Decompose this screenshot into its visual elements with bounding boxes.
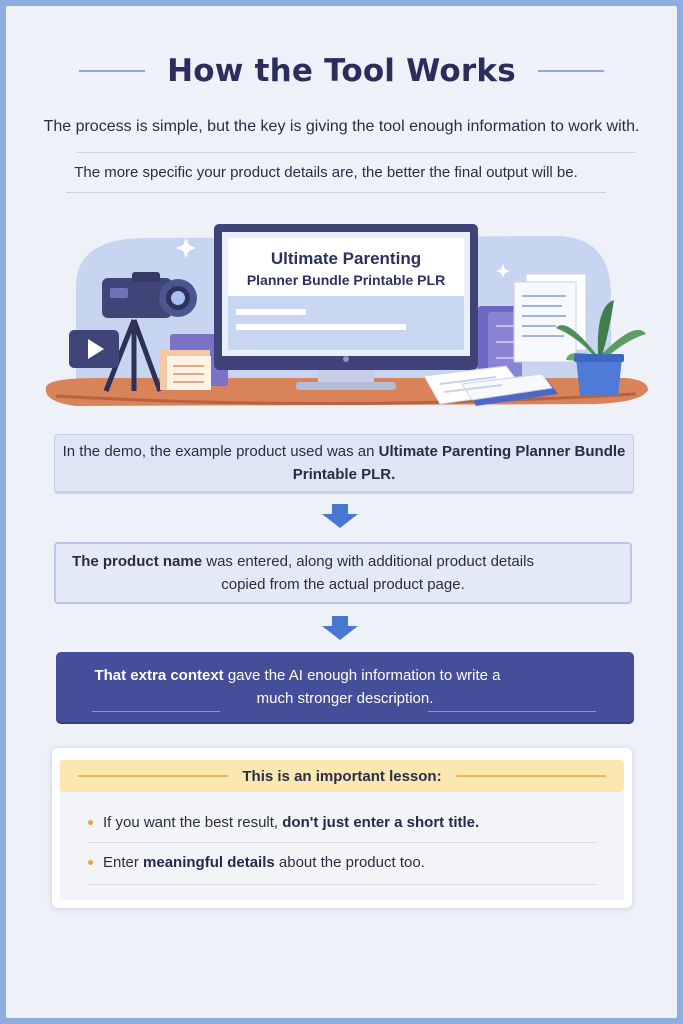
papers-icon — [423, 365, 558, 406]
step-3-rule-right — [428, 711, 596, 712]
step-1-text: In the demo, the example product used wa… — [62, 443, 379, 460]
bullet-2-text-end: about the product too. — [274, 854, 425, 871]
video-camera-icon — [102, 272, 197, 392]
title-rule-left — [79, 70, 146, 72]
documents-icon — [513, 273, 587, 363]
intro-text-1: The process is simple, but the key is gi… — [43, 118, 640, 135]
intro-divider-2 — [66, 192, 606, 193]
bullet-dot-icon — [88, 860, 93, 865]
bullet-1-text: If you want the best result, — [103, 814, 283, 831]
plant-icon — [556, 300, 646, 396]
title-row: How the Tool Works — [6, 46, 677, 96]
bullet-2-emphasis: meaningful details — [143, 854, 275, 871]
step-3-rule-left — [92, 711, 220, 712]
lesson-rule-left — [78, 775, 229, 777]
step-3-box: That extra context gave the AI enough in… — [56, 652, 634, 722]
step-2-line-2: copied from the actual product page. — [221, 576, 465, 593]
title-rule-right — [537, 70, 604, 72]
lesson-card: This is an important lesson: If you want… — [52, 748, 632, 908]
down-arrow-icon — [322, 616, 358, 640]
down-arrow-icon — [322, 504, 358, 528]
step-2-emphasis: The product name — [72, 553, 203, 570]
step-1-line-1: In the demo, the example product used wa… — [63, 440, 626, 463]
intro-text-2: The more specific your product details a… — [74, 164, 578, 181]
step-1-emphasis: Ultimate Parenting Planner Bundle — [378, 443, 626, 460]
screen-title-line-1: Ultimate Parenting — [271, 249, 421, 268]
bullet-2-text: Enter — [103, 854, 144, 871]
step-2-box: The product name was entered, along with… — [54, 542, 632, 604]
sparkle-icon — [496, 264, 510, 278]
lesson-bullet: If you want the best result, don't just … — [88, 814, 479, 831]
step-3-line-1: That extra context gave the AI enough in… — [94, 664, 595, 687]
lesson-bullet-text: Enter meaningful details about the produ… — [103, 854, 425, 871]
lesson-header: This is an important lesson: — [60, 760, 624, 792]
bullet-dot-icon — [88, 820, 93, 825]
step-3-line-2: much stronger description. — [256, 690, 434, 707]
step-3-emphasis: That extra context — [94, 667, 224, 684]
step-2-line-1: The product name was entered, along with… — [72, 550, 614, 573]
lesson-title: This is an important lesson: — [242, 767, 442, 785]
sparkle-icon — [176, 238, 196, 258]
step-3-text: gave the AI enough information to write … — [223, 667, 501, 684]
workspace-illustration: Ultimate Parenting Planner Bundle Printa… — [45, 224, 649, 406]
lesson-divider — [88, 884, 598, 885]
lesson-divider — [88, 842, 598, 843]
step-1-line-2: Printable PLR. — [293, 463, 396, 486]
step-1-emphasis-2: Printable PLR. — [292, 466, 396, 483]
lesson-bullet-text: If you want the best result, don't just … — [103, 814, 479, 831]
page-title: How the Tool Works — [167, 53, 516, 89]
step-2-text: was entered, along with additional produ… — [202, 553, 534, 570]
bullet-1-emphasis: don't just enter a short title. — [282, 814, 480, 831]
lesson-body: If you want the best result, don't just … — [60, 792, 624, 900]
screen-title-line-2: Planner Bundle Printable PLR — [247, 272, 445, 288]
infographic-page: How the Tool Works The process is simple… — [6, 6, 677, 1018]
play-icon — [69, 330, 119, 368]
lesson-bullet: Enter meaningful details about the produ… — [88, 854, 425, 871]
monitor-icon — [214, 224, 478, 390]
lesson-rule-right — [455, 775, 606, 777]
intro-divider-1 — [76, 152, 636, 153]
step-1-box: In the demo, the example product used wa… — [54, 434, 634, 492]
